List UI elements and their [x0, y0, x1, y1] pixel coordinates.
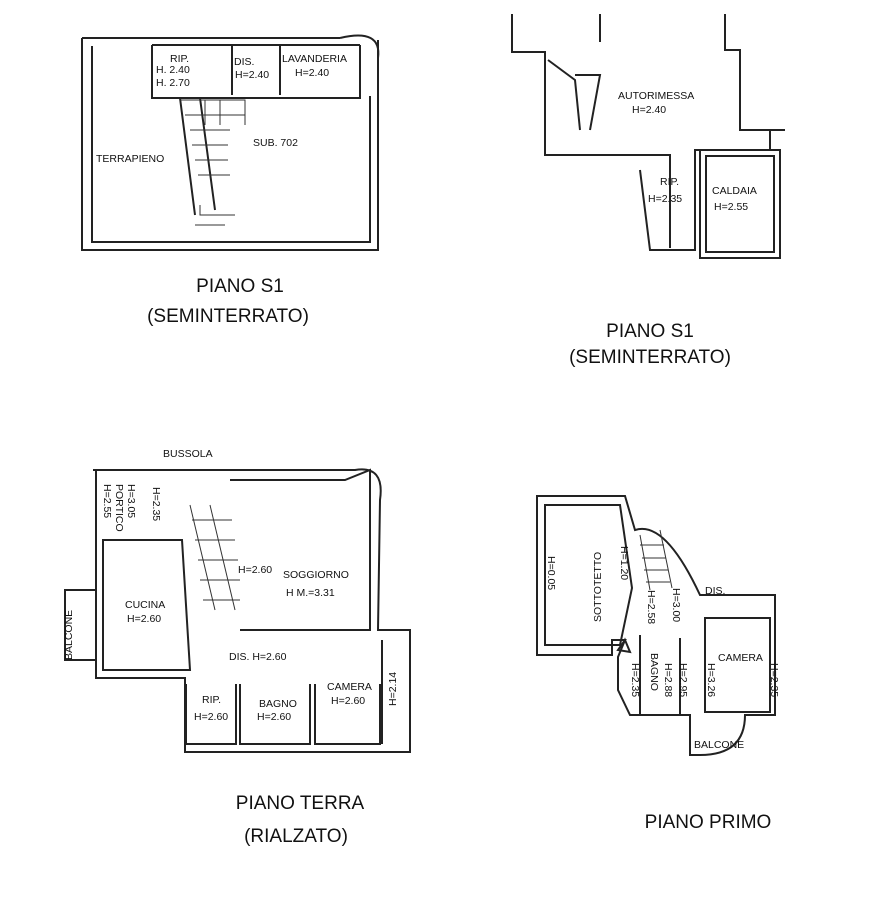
stair-height: H=2.60	[238, 564, 272, 576]
plan-title: PIANO S1	[606, 321, 694, 342]
room-autorimessa: AUTORIMESSA	[618, 90, 694, 102]
room-bagno-height-3: H=2.95	[677, 663, 689, 697]
room-bagno-height-2: H=2.88	[662, 663, 674, 697]
plan-s1-left: RIP. H. 2.40 H. 2.70 DIS. H=2.40 LAVANDE…	[81, 34, 380, 327]
room-dis-height-2: H=3.00	[670, 588, 682, 622]
room-sottotetto-height-1: H=0.05	[545, 556, 557, 590]
room-dis: DIS.	[705, 585, 725, 597]
plan-title: PIANO S1	[196, 276, 284, 297]
room-portico-height-2: H=2.55	[101, 484, 113, 518]
room-portico-height-1: H=3.05	[125, 484, 137, 518]
room-autorimessa-height: H=2.40	[632, 104, 666, 116]
room-bagno: BAGNO	[648, 653, 660, 691]
plan-subtitle: (SEMINTERRATO)	[569, 347, 731, 368]
room-soggiorno-height: H M.=3.31	[286, 587, 335, 599]
plan-title: PIANO TERRA	[236, 793, 365, 814]
room-bussola: BUSSOLA	[163, 448, 213, 460]
room-sottotetto: SOTTOTETTO	[592, 552, 604, 622]
room-caldaia-height: H=2.55	[714, 201, 748, 213]
room-camera: CAMERA	[327, 681, 372, 693]
room-dis-height-1: H=2.58	[645, 590, 657, 624]
room-rip: RIP.	[202, 694, 221, 706]
balcone: BALCONE	[63, 610, 75, 660]
room-rip-height: H=2.35	[648, 193, 682, 205]
room-soggiorno: SOGGIORNO	[283, 569, 349, 581]
plan-subtitle: (RIALZATO)	[244, 826, 348, 847]
room-dis: DIS.	[234, 56, 254, 68]
room-camera-height-2: H=2.35	[768, 663, 780, 697]
room-lavanderia-height: H=2.40	[295, 67, 329, 79]
room-caldaia: CALDAIA	[712, 185, 757, 197]
plan-piano-primo: SOTTOTETTO H=0.05 H=1.20 DIS. H=2.58 H=3…	[536, 495, 780, 833]
room-rip-height: H=2.60	[194, 711, 228, 723]
room-camera-height-1: H=3.26	[705, 663, 717, 697]
room-sub: SUB. 702	[253, 137, 298, 149]
room-sottotetto-height-2: H=1.20	[618, 546, 630, 580]
plan-piano-terra: BUSSOLA H=2.35 H=3.05 PORTICO H=2.55 CUC…	[63, 448, 411, 847]
room-cucina: CUCINA	[125, 599, 165, 611]
plan-title: PIANO PRIMO	[645, 812, 772, 833]
room-bagno: BAGNO	[259, 698, 297, 710]
room-rip: RIP.	[660, 176, 679, 188]
room-cucina-height: H=2.60	[127, 613, 161, 625]
room-rip: RIP.	[170, 53, 189, 65]
room-portico: PORTICO	[113, 484, 125, 532]
room-dis-height: H=2.40	[235, 69, 269, 81]
plan-subtitle: (SEMINTERRATO)	[147, 306, 309, 327]
balcone: BALCONE	[694, 739, 744, 751]
room-camera-side-height: H=2.14	[387, 672, 399, 706]
room-camera-height: H=2.60	[331, 695, 365, 707]
room-lavanderia: LAVANDERIA	[282, 53, 347, 65]
room-bagno-height: H=2.60	[257, 711, 291, 723]
room-rip-height-2: H. 2.70	[156, 77, 190, 89]
room-bagno-height-1: H=2.35	[629, 663, 641, 697]
room-terrapieno: TERRAPIENO	[96, 153, 164, 165]
plan-s1-right: AUTORIMESSA H=2.40 RIP. H=2.35 CALDAIA H…	[511, 14, 785, 368]
room-bussola-height: H=2.35	[150, 487, 162, 521]
room-rip-height-1: H. 2.40	[156, 64, 190, 76]
room-camera: CAMERA	[718, 652, 763, 664]
room-dis: DIS. H=2.60	[229, 651, 287, 663]
